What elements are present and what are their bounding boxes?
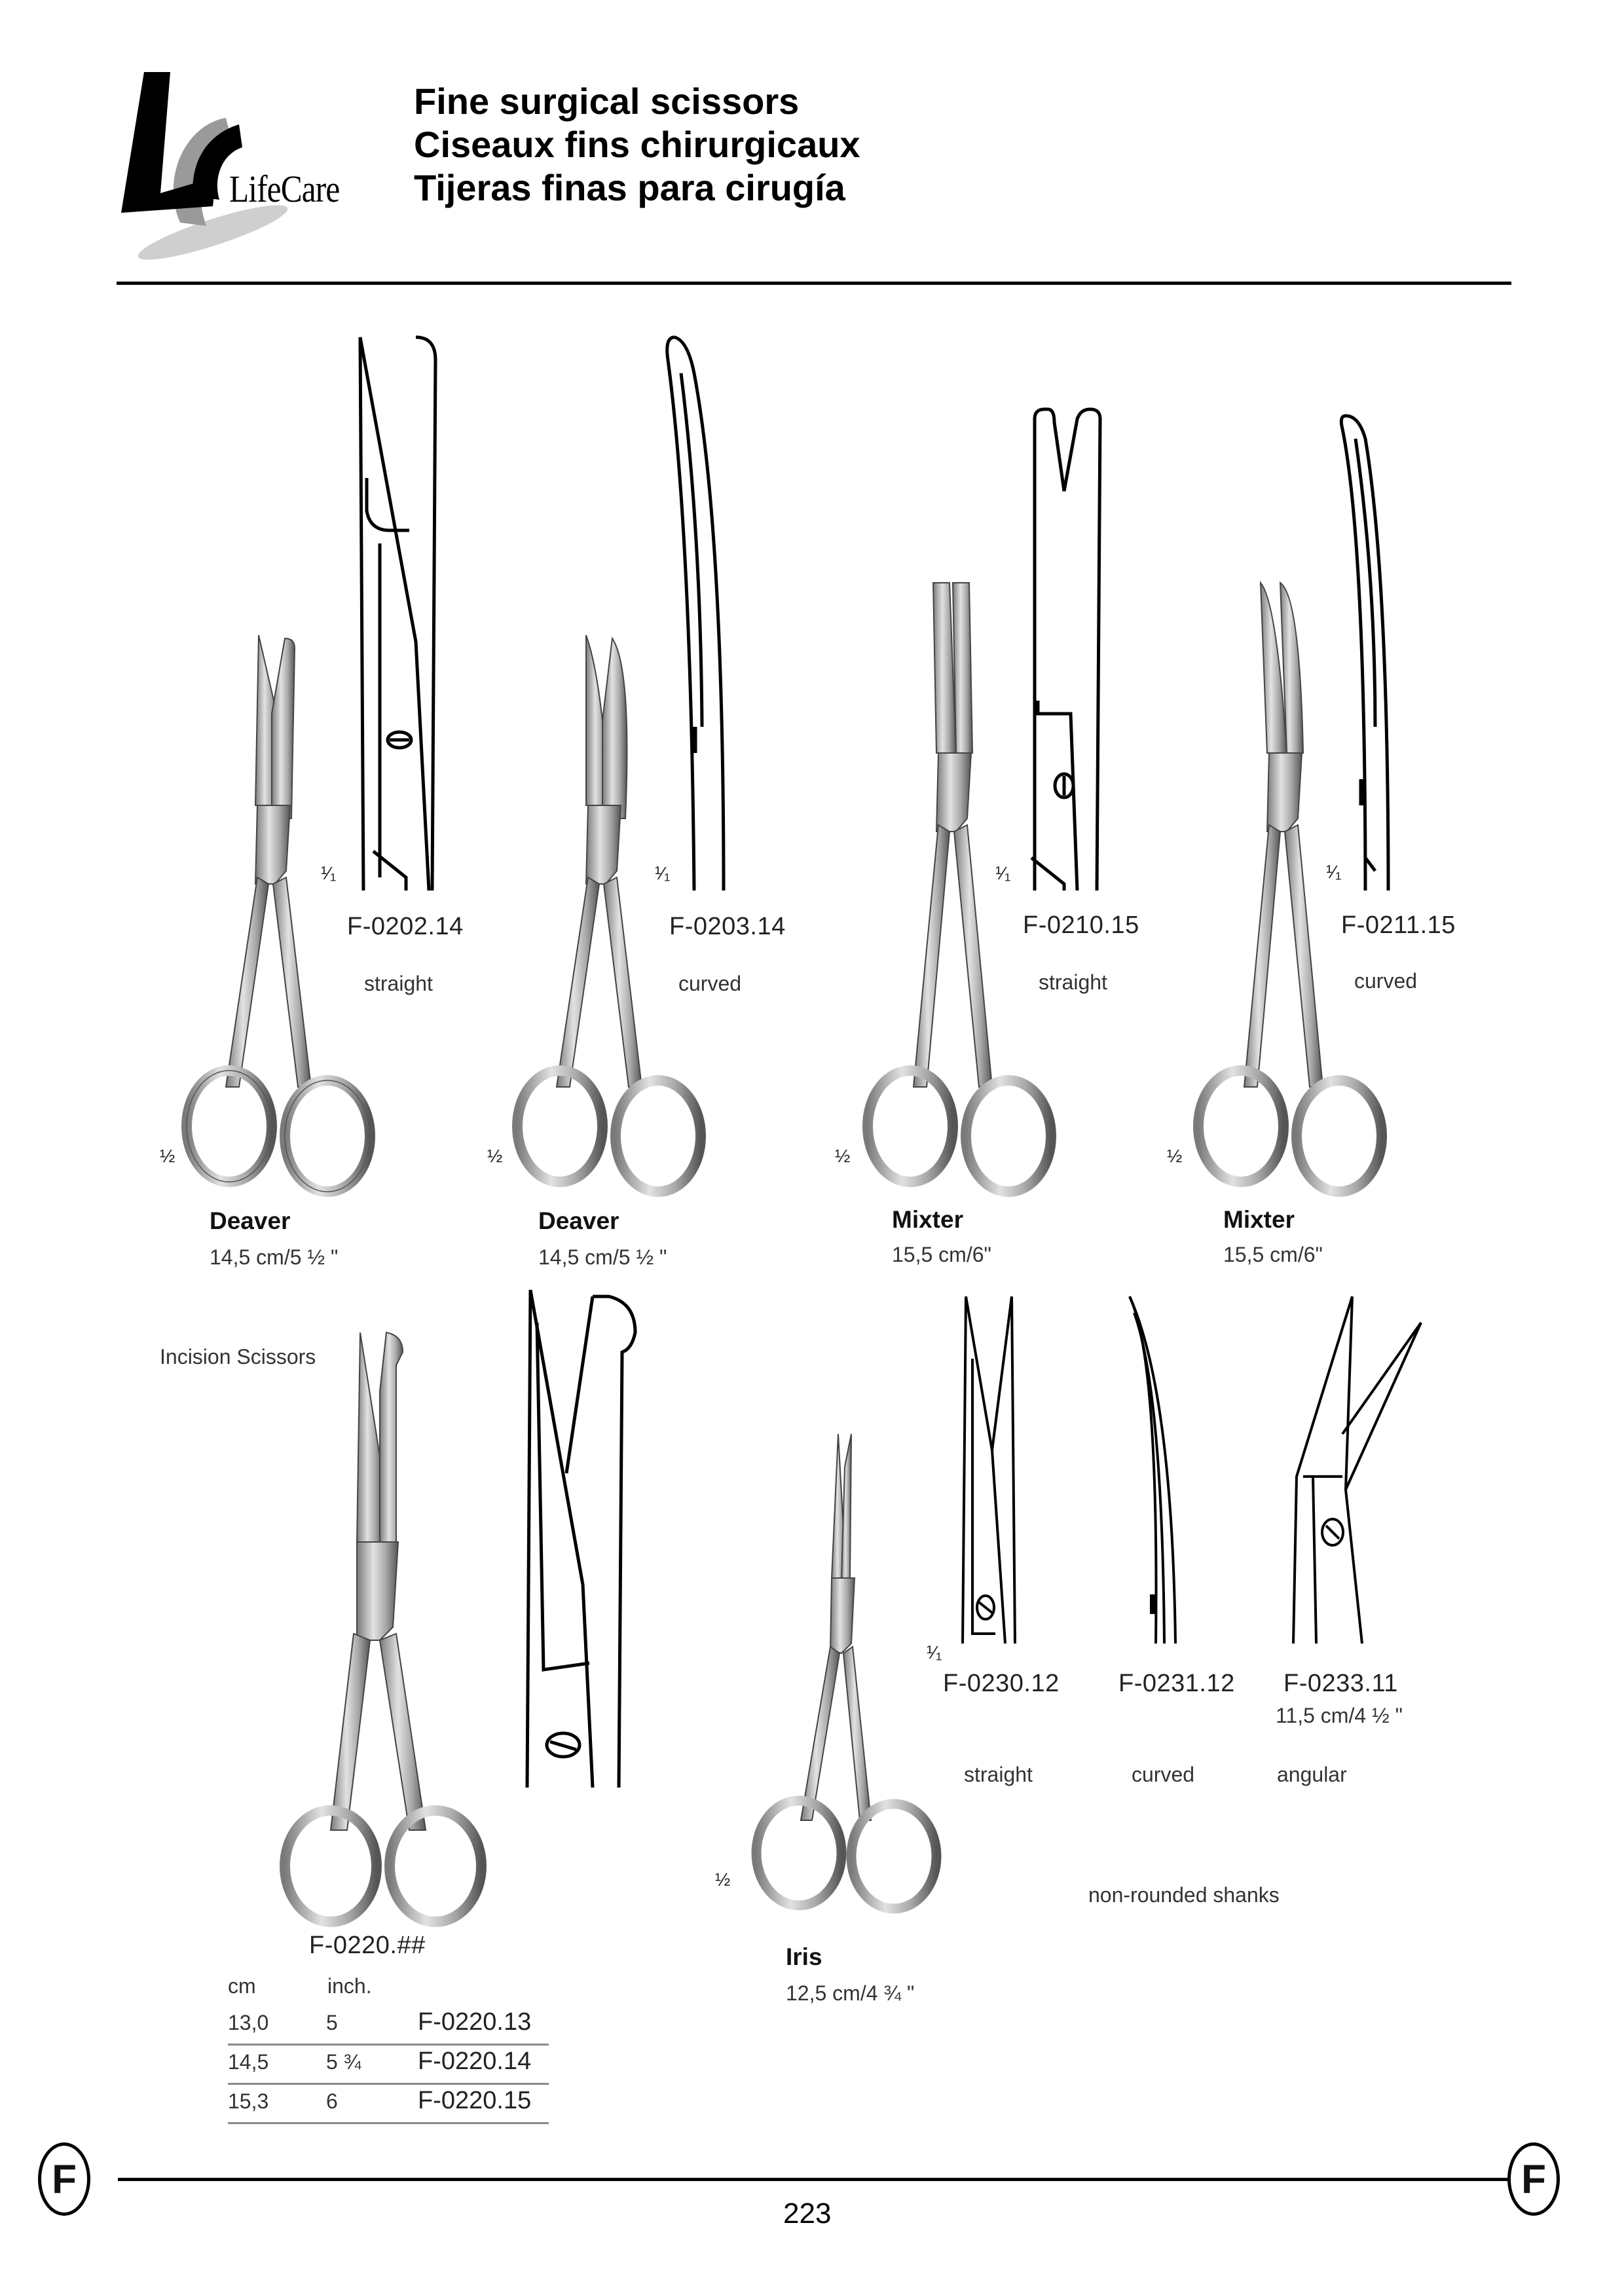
header-divider [117,282,1511,285]
row-cm: 14,5 [228,2050,269,2074]
table-header-inch: inch. [327,1974,372,1998]
scissors-photo-icon [512,634,706,1197]
variant-code: F-0233.11 [1283,1670,1398,1697]
row-cm: 13,0 [228,2011,269,2034]
scissors-detail-drawing-icon [665,335,726,891]
row-cm: 15,3 [228,2089,269,2113]
lifecare-logo: LifeCare [115,72,370,262]
scissors-photo-icon [181,634,375,1197]
product-name: Mixter [892,1206,963,1233]
variant-label: straight [964,1763,1033,1786]
product-size: 14,5 cm/5 ½ " [210,1245,339,1269]
product-code: F-0211.15 [1341,911,1456,939]
product-name: Mixter [1223,1206,1295,1233]
incision-code: F-0220.## [309,1932,426,1959]
table-header-cm: cm [228,1974,256,1998]
title-french: Ciseaux fins chirurgicaux [414,124,860,165]
variant-label: angular [1277,1763,1347,1786]
product-code: F-0210.15 [1023,911,1139,939]
scissors-detail-drawing-curved-icon [1128,1296,1177,1644]
scale-full-label: ¹⁄₁ [995,863,1011,883]
scale-half-label: ½ [835,1146,851,1166]
scissors-detail-drawing-icon [358,335,437,891]
row-code: F-0220.15 [418,2087,532,2114]
incision-size-table: cm inch. 13,0 5 F-0220.13 14,5 5 ¾ F-022… [228,1974,549,2124]
scale-full-label: ¹⁄₁ [321,863,337,883]
page-title: Fine surgical scissors Ciseaux fins chir… [414,80,860,210]
scale-full-label: ¹⁄₁ [655,863,671,883]
page-number: 223 [783,2197,832,2230]
table-row: 13,0 5 F-0220.13 [228,2006,549,2046]
brand-name: LifeCare [229,168,340,210]
scale-half-label: ½ [1167,1146,1183,1166]
variant-label: curved [678,972,742,995]
scale-full-label: ¹⁄₁ [927,1642,942,1662]
row-inch: 6 [326,2089,338,2113]
scale-full-label: ¹⁄₁ [1326,862,1342,882]
scissors-detail-drawing-icon [1339,414,1390,891]
scissors-detail-drawing-angular-icon [1292,1296,1422,1644]
variant-label: curved [1132,1763,1195,1786]
table-row: 14,5 5 ¾ F-0220.14 [228,2045,549,2085]
product-name: Iris [786,1943,822,1970]
product-name: Deaver [210,1207,291,1234]
variant-label: straight [1039,970,1107,994]
scale-half-label: ½ [487,1146,503,1166]
product-size: 14,5 cm/5 ½ " [538,1245,667,1269]
product-code: F-0203.14 [669,913,786,940]
scissors-photo-icon [862,582,1056,1197]
product-size: 15,5 cm/6" [1223,1243,1323,1266]
variant-label: curved [1354,969,1418,993]
shanks-note: non-rounded shanks [1088,1883,1280,1907]
section-badge-left: F [38,2142,90,2216]
variant-label: straight [364,972,433,995]
scale-half-label: ½ [160,1146,175,1166]
row-inch: 5 ¾ [326,2050,361,2074]
row-code: F-0220.14 [418,2047,532,2075]
title-english: Fine surgical scissors [414,81,800,122]
scale-half-label: ½ [715,1869,731,1890]
product-size: 12,5 cm/4 ¾ " [786,1981,915,2005]
product-name: Deaver [538,1207,619,1234]
logo-mark-icon [121,72,288,260]
title-spanish: Tijeras finas para cirugía [414,167,845,208]
variant-size: 11,5 cm/4 ½ " [1276,1704,1403,1727]
variant-code: F-0231.12 [1118,1670,1235,1697]
product-size: 15,5 cm/6" [892,1243,991,1266]
row-code: F-0220.13 [418,2008,532,2036]
row-inch: 5 [326,2011,338,2034]
section-badge-right: F [1507,2142,1560,2216]
footer-divider [118,2178,1507,2181]
scissors-photo-icon [1193,581,1387,1197]
scissors-detail-drawing-icon [525,1289,637,1788]
variant-code: F-0230.12 [943,1670,1060,1697]
product-code: F-0202.14 [347,913,464,940]
scissors-photo-icon [751,1433,942,1914]
scissors-detail-drawing-straight-icon [961,1296,1016,1644]
scissors-detail-drawing-icon [1030,407,1102,891]
table-row: 15,3 6 F-0220.15 [228,2084,549,2124]
section-label-incision: Incision Scissors [160,1345,316,1368]
scissors-photo-icon [280,1331,487,1927]
